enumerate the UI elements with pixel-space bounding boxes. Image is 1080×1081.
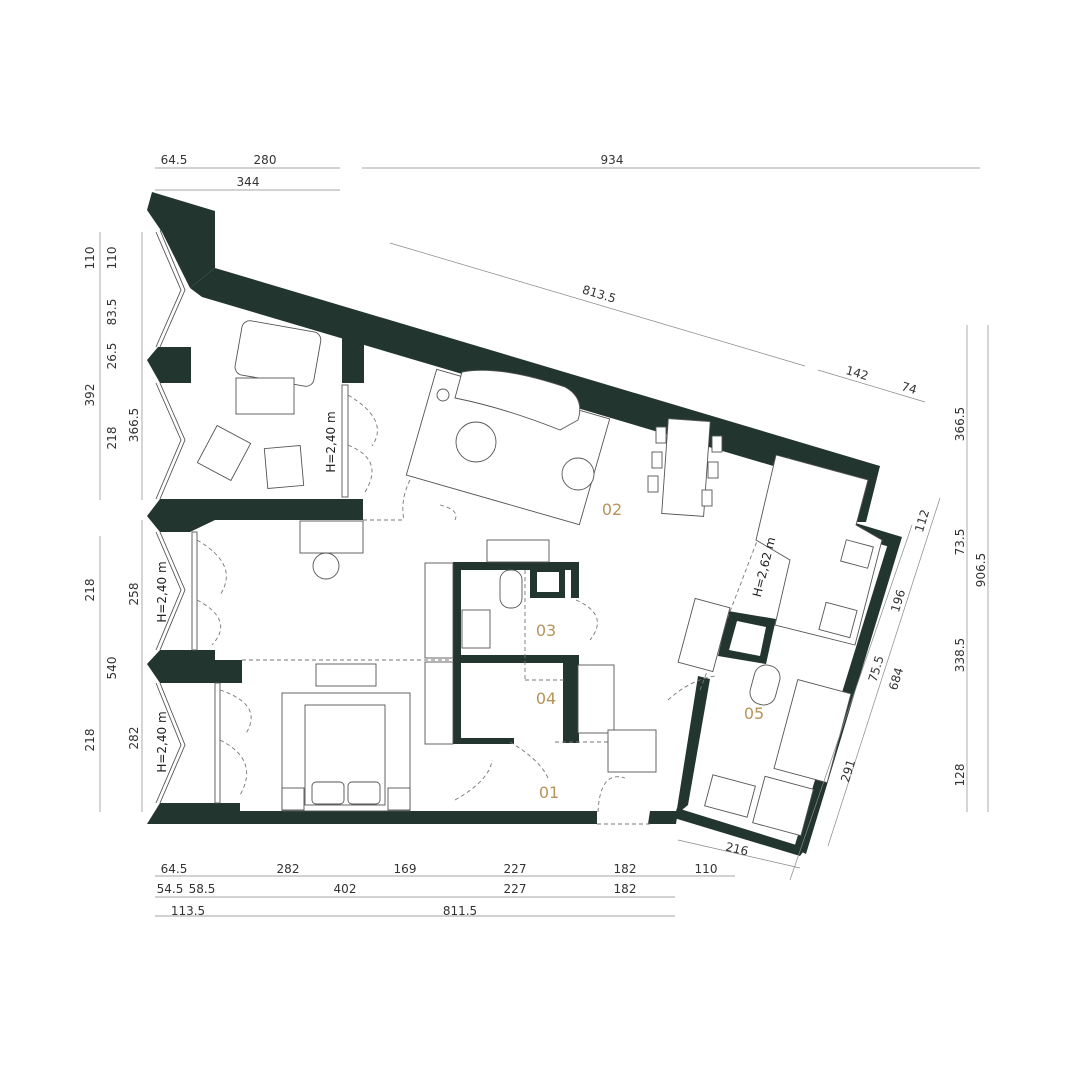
wardrobe-2 xyxy=(424,661,454,745)
living-sofa xyxy=(454,369,581,431)
sink-kitchen xyxy=(840,539,874,569)
wall-left-pillar-3 xyxy=(147,650,242,683)
dim-left-inner-6: 282 xyxy=(127,727,141,750)
bathtub xyxy=(773,679,852,784)
dim-top-4: 344 xyxy=(237,175,260,189)
bath-toilet xyxy=(749,664,781,706)
window-zigzag-low xyxy=(159,531,186,651)
dim-bottom3-2: 811.5 xyxy=(443,904,477,918)
shower xyxy=(752,775,814,837)
coffee-table xyxy=(455,421,497,463)
dim-bottom1-6: 110 xyxy=(695,862,718,876)
dim-bottom1-2: 282 xyxy=(277,862,300,876)
wall-left-pillar-1 xyxy=(147,347,191,383)
wall-bath-bottom xyxy=(674,808,806,856)
room-labels: 01 02 03 04 05 xyxy=(536,500,764,802)
dim-top-3: 934 xyxy=(601,153,624,167)
dim-bottom1-5: 182 xyxy=(614,862,637,876)
wall-left-pillar-2 xyxy=(147,499,363,532)
room-label-05: 05 xyxy=(744,704,764,723)
dim-left-outer-5: 540 xyxy=(105,657,119,680)
desk xyxy=(299,520,364,554)
wardrobe-1 xyxy=(424,562,454,659)
wall-top-left xyxy=(147,192,215,288)
dim-top-2: 280 xyxy=(254,153,277,167)
dim-left-outer-6: 218 xyxy=(83,729,97,752)
dim-bottom2-5: 182 xyxy=(614,882,637,896)
door-swings xyxy=(196,394,791,825)
height-label-balcony-bottom: H=2,40 m xyxy=(155,711,169,772)
dim-left-outer-2: 392 xyxy=(83,384,97,407)
kitchen-counter xyxy=(755,454,883,646)
height-label-kitchen: H=2,62 m xyxy=(750,536,778,599)
dim-diag-3: 74 xyxy=(900,379,919,397)
wall-bath-shaft xyxy=(718,611,776,664)
dim-bottom2-1: 54.5 xyxy=(157,882,184,896)
dining-table xyxy=(661,418,711,517)
dim-left-inner-5: 258 xyxy=(127,583,141,606)
bath-sink xyxy=(704,774,756,818)
dim-bottom1-3: 169 xyxy=(394,862,417,876)
dim-right-diag-4: 684 xyxy=(886,666,906,692)
room-label-02: 02 xyxy=(602,500,622,519)
wall-bottom xyxy=(147,803,597,824)
height-labels: H=2,40 m H=2,40 m H=2,40 m H=2,62 m xyxy=(155,411,778,772)
wc-toilet xyxy=(499,569,523,609)
room-label-04: 04 xyxy=(536,689,556,708)
dim-left-outer-1: 110 xyxy=(83,247,97,270)
dim-right-outer-1: 366.5 xyxy=(953,407,967,441)
wall-interior-1 xyxy=(342,313,364,383)
dim-left-outer-3: 218 xyxy=(105,427,119,450)
dim-left-inner-4: 366.5 xyxy=(127,408,141,442)
dim-right-diag-5: 291 xyxy=(838,758,858,784)
dim-bottom2-2: 58.5 xyxy=(189,882,216,896)
dim-right-diag-2: 196 xyxy=(888,588,908,614)
room-label-03: 03 xyxy=(536,621,556,640)
dim-left-outer-4: 218 xyxy=(83,579,97,602)
dim-bottom3-1: 113.5 xyxy=(171,904,205,918)
windows xyxy=(155,229,349,804)
desk-chair xyxy=(312,552,340,580)
wall-shaft xyxy=(530,566,565,598)
dim-diag-1: 813.5 xyxy=(581,283,618,306)
furniture xyxy=(196,320,883,837)
dim-left-inner-1: 110 xyxy=(105,247,119,270)
armchair xyxy=(561,457,595,491)
dim-bottom2-3: 402 xyxy=(334,882,357,896)
dim-right-outer-5: 128 xyxy=(953,764,967,787)
dim-diag-2: 142 xyxy=(844,363,870,383)
wall-04-right xyxy=(563,655,579,743)
dim-left-inner-2: 83.5 xyxy=(105,299,119,326)
terrace-sofa xyxy=(234,320,322,387)
dim-bottom1-4: 227 xyxy=(504,862,527,876)
dim-bottom1-1: 64.5 xyxy=(161,862,188,876)
dim-bottom-diag: 216 xyxy=(724,840,749,859)
dim-top-1: 64.5 xyxy=(161,153,188,167)
terrace-lounger-2 xyxy=(263,445,305,489)
hall-mat xyxy=(577,664,615,734)
height-label-balcony-top: H=2,40 m xyxy=(324,411,338,472)
dimension-labels: 64.5 280 934 344 813.5 142 74 110 392 21… xyxy=(83,153,988,918)
room-label-01: 01 xyxy=(539,783,559,802)
window-zigzag-top xyxy=(159,229,186,348)
dimension-lines xyxy=(99,167,989,917)
wall-bath-left xyxy=(676,676,710,815)
wall-bottom-right xyxy=(648,811,678,824)
terrace-lounger-1 xyxy=(196,424,252,482)
window-zigzag-bottom xyxy=(159,682,186,804)
dim-right-outer-3: 73.5 xyxy=(953,529,967,556)
window-zigzag-mid xyxy=(159,382,186,500)
dim-right-diag-3: 75.5 xyxy=(866,654,887,684)
dim-bottom2-4: 227 xyxy=(504,882,527,896)
height-label-balcony-middle: H=2,40 m xyxy=(155,561,169,622)
dim-right-diag-1: 112 xyxy=(912,508,932,534)
dim-right-outer-4: 338.5 xyxy=(953,638,967,672)
dim-left-inner-3: 26.5 xyxy=(105,343,119,370)
wall-wc-right xyxy=(571,562,579,598)
dim-right-outer-2: 906.5 xyxy=(974,553,988,587)
hob xyxy=(818,601,858,639)
